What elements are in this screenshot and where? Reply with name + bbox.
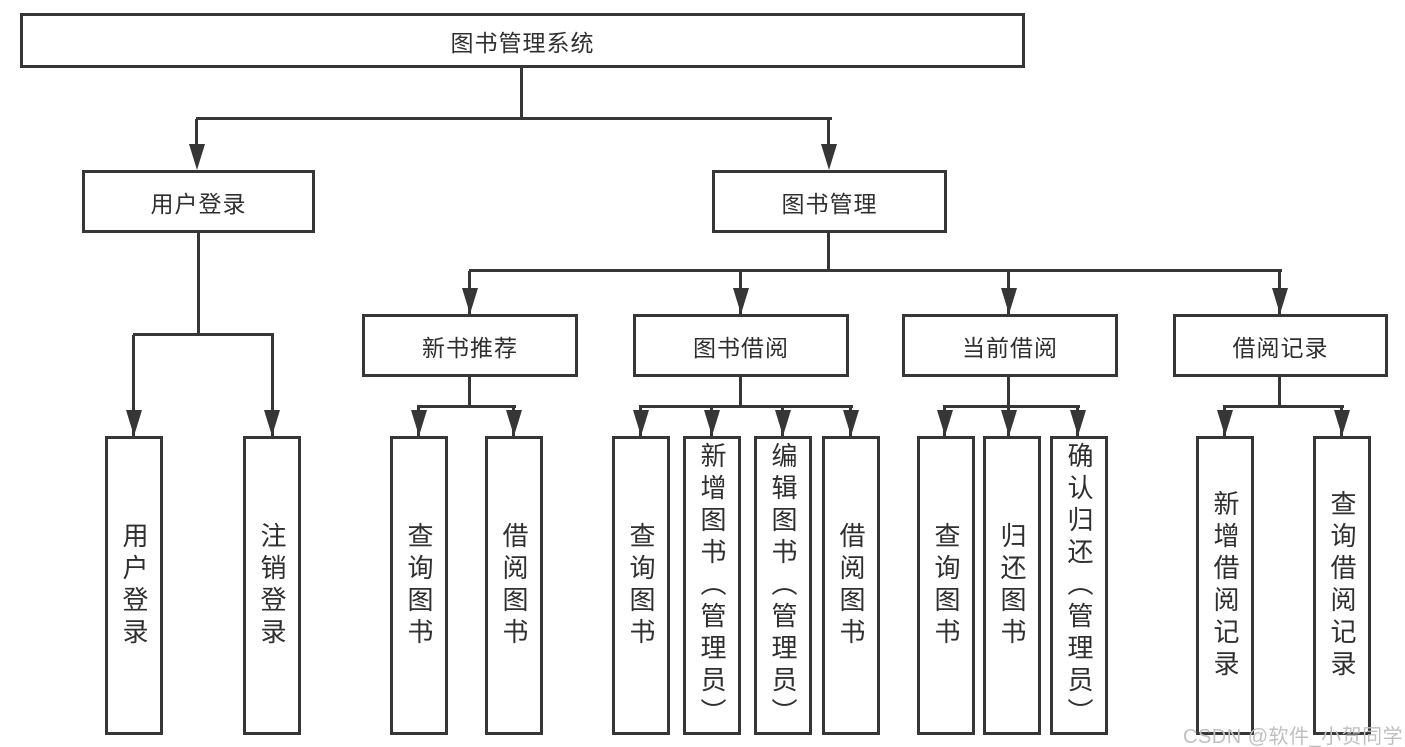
node-label: 查询图书 [404, 521, 434, 650]
node-leaf-user-login: 用户登录 [105, 436, 163, 735]
connector-line [827, 119, 830, 149]
node-leaf-add-books-admin: 新增图书（管理员） [683, 436, 741, 735]
node-label: 图书管理系统 [450, 29, 595, 56]
arrow-down-icon [1001, 410, 1017, 436]
arrow-down-icon [704, 410, 720, 436]
node-book-borrow: 图书借阅 [633, 314, 849, 377]
connector-line [271, 335, 274, 436]
connector-line [639, 405, 853, 408]
node-label: 编辑图书（管理员） [768, 441, 798, 730]
node-label: 用户登录 [119, 521, 149, 650]
connector-line [739, 377, 742, 408]
arrow-down-icon [1070, 410, 1086, 436]
connector-line [1007, 377, 1010, 408]
arrow-down-icon [462, 288, 478, 314]
node-leaf-query-books: 查询图书 [612, 436, 670, 735]
connector-line [133, 333, 274, 336]
arrow-down-icon [126, 410, 142, 436]
connector-line [468, 377, 471, 408]
node-label: 确认归还（管理员） [1064, 441, 1094, 730]
csdn-watermark: CSDN @软件_小贺同学 [1183, 726, 1404, 747]
arrow-down-icon [937, 410, 953, 436]
node-leaf-query-borrow-record: 查询借阅记录 [1313, 436, 1371, 735]
node-leaf-query-books: 查询图书 [917, 436, 975, 735]
node-label: 新增图书（管理员） [697, 441, 727, 730]
node-new-book-recommend: 新书推荐 [362, 314, 578, 377]
arrow-down-icon [411, 410, 427, 436]
node-label: 图书管理 [781, 190, 878, 217]
node-borrow-record: 借阅记录 [1173, 314, 1388, 377]
arrow-down-icon [506, 410, 522, 436]
arrow-down-icon [821, 144, 837, 170]
connector-line [1223, 405, 1344, 408]
connector-line [1278, 377, 1281, 408]
node-leaf-borrow-books: 借阅图书 [822, 436, 880, 735]
node-label: 借阅记录 [1232, 334, 1329, 361]
node-leaf-query-books: 查询图书 [390, 436, 448, 735]
connector-line [469, 269, 1282, 272]
connector-line [827, 233, 830, 272]
node-label: 查询图书 [626, 521, 656, 650]
arrow-down-icon [189, 144, 205, 170]
node-root: 图书管理系统 [20, 13, 1025, 68]
connector-line [195, 119, 198, 149]
arrow-down-icon [843, 410, 859, 436]
connector-line [132, 335, 135, 436]
connector-line [943, 405, 1080, 408]
node-label: 查询图书 [931, 521, 961, 650]
node-leaf-edit-books-admin: 编辑图书（管理员） [754, 436, 812, 735]
node-label: 借阅图书 [836, 521, 866, 650]
node-label: 新书推荐 [422, 334, 518, 361]
node-leaf-borrow-books: 借阅图书 [485, 436, 543, 735]
connector-line [417, 405, 516, 408]
arrow-down-icon [1334, 410, 1350, 436]
node-label: 查询借阅记录 [1327, 489, 1357, 682]
node-user-login: 用户登录 [82, 170, 315, 233]
node-label: 新增借阅记录 [1210, 489, 1240, 682]
connector-line [520, 68, 523, 119]
connector-line [196, 117, 832, 120]
arrow-down-icon [264, 410, 280, 436]
arrow-down-icon [1001, 288, 1017, 314]
node-label: 归还图书 [997, 521, 1027, 650]
node-label: 注销登录 [257, 521, 287, 650]
arrow-down-icon [1217, 410, 1233, 436]
arrow-down-icon [1272, 288, 1288, 314]
node-leaf-logout: 注销登录 [243, 436, 301, 735]
node-leaf-add-borrow-record: 新增借阅记录 [1196, 436, 1254, 735]
node-current-borrow: 当前借阅 [902, 314, 1118, 377]
node-label: 图书借阅 [693, 334, 789, 361]
node-label: 借阅图书 [499, 521, 529, 650]
node-leaf-confirm-return-admin: 确认归还（管理员） [1050, 436, 1108, 735]
node-label: 当前借阅 [962, 334, 1058, 361]
arrow-down-icon [633, 410, 649, 436]
node-leaf-return-books: 归还图书 [983, 436, 1041, 735]
arrow-down-icon [733, 288, 749, 314]
node-book-management: 图书管理 [712, 170, 947, 233]
node-label: 用户登录 [150, 190, 247, 217]
connector-line [197, 233, 200, 335]
arrow-down-icon [775, 410, 791, 436]
